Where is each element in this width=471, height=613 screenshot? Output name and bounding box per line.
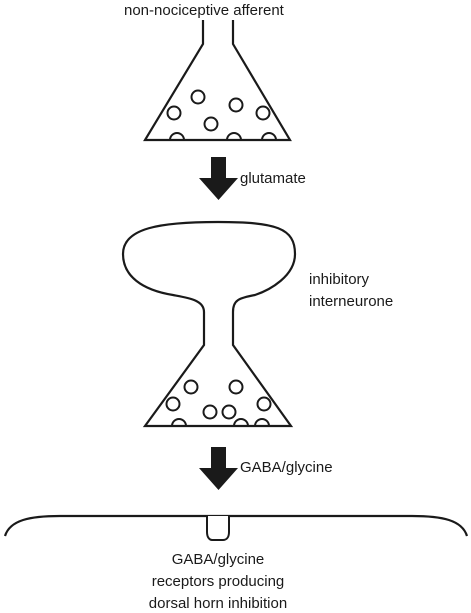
- afferent-terminal: [143, 20, 292, 142]
- receptor: [206, 516, 230, 541]
- interneurone-outline: [121, 220, 297, 428]
- fusing-vesicle: [226, 132, 242, 141]
- receptor-label-line1: GABA/glycine: [171, 551, 265, 568]
- vesicle: [221, 404, 237, 420]
- receptor-label-line2: receptors producing: [151, 573, 285, 590]
- postsynaptic-membrane: [3, 514, 469, 537]
- vesicle: [255, 105, 271, 121]
- vesicle: [228, 379, 244, 395]
- receptor-label-line3: dorsal horn inhibition: [148, 595, 288, 612]
- gaba-glycine-label: GABA/glycine: [240, 459, 333, 476]
- fusing-vesicle: [233, 418, 249, 427]
- fusing-vesicle: [261, 132, 277, 141]
- afferent-axon-outline: [143, 20, 292, 142]
- fusing-vesicle: [169, 132, 185, 141]
- glutamate-arrow: [199, 157, 238, 200]
- fusing-vesicle: [171, 418, 187, 427]
- vesicle: [203, 116, 219, 132]
- vesicle: [190, 89, 206, 105]
- non-nociceptive-afferent-label: non-nociceptive afferent: [124, 2, 284, 19]
- interneurone-vesicles: [165, 379, 272, 427]
- fusing-vesicle: [254, 418, 270, 427]
- afferent-vesicles: [166, 89, 277, 141]
- gaba-glycine-arrow: [199, 447, 238, 490]
- vesicle: [202, 404, 218, 420]
- vesicle: [183, 379, 199, 395]
- interneurone-label-line2: interneurone: [309, 293, 394, 310]
- glutamate-label: glutamate: [240, 170, 306, 187]
- interneurone-label-line1: inhibitory: [309, 271, 370, 288]
- vesicle: [228, 97, 244, 113]
- vesicle: [166, 105, 182, 121]
- vesicle: [165, 396, 181, 412]
- vesicle: [256, 396, 272, 412]
